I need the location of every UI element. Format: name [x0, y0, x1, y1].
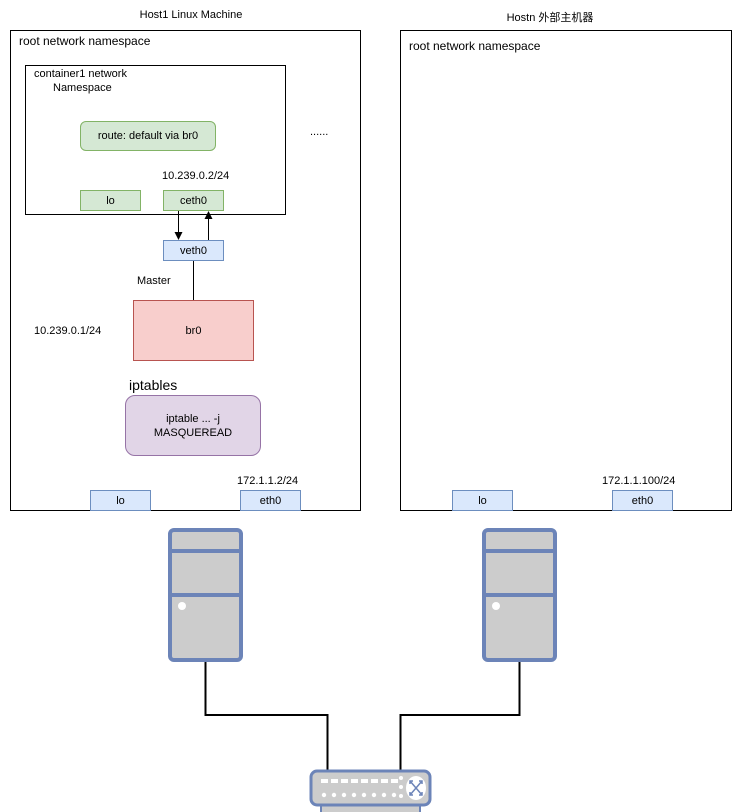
iptables-rule-line2: MASQUEREAD [153, 426, 233, 439]
br0-bridge[interactable]: br0 [133, 300, 254, 361]
hostn-title: Hostn 外部主机器 [506, 12, 594, 24]
br0-label: br0 [185, 324, 202, 337]
ellipsis-more: ...... [310, 126, 329, 138]
host1-root-namespace-label: root network namespace [19, 34, 151, 48]
master-label: Master [137, 275, 171, 287]
arrowhead-up [204, 211, 213, 219]
hostn-eth0-ip-label: 172.1.1.100/24 [602, 475, 676, 487]
hostn-eth0-interface[interactable]: eth0 [612, 490, 673, 511]
br0-ip-label: 10.239.0.1/24 [34, 325, 102, 337]
host1-eth0-interface[interactable]: eth0 [240, 490, 301, 511]
cable-host1-to-switch [204, 662, 329, 771]
host1-lo-interface[interactable]: lo [90, 490, 151, 511]
arrowhead-down [174, 232, 183, 240]
veth0-interface[interactable]: veth0 [163, 240, 224, 261]
ceth0-label: ceth0 [180, 194, 207, 207]
hostn-root-namespace [400, 30, 732, 511]
veth0-label: veth0 [180, 244, 207, 257]
container-ns-label-line2: Namespace [53, 82, 112, 94]
container-lo-label: lo [106, 194, 115, 207]
hostn-eth0-label: eth0 [631, 494, 654, 507]
host1-eth0-label: eth0 [259, 494, 282, 507]
server-tower-icon[interactable] [168, 528, 243, 662]
ceth0-interface[interactable]: ceth0 [163, 190, 224, 211]
container-ns-label-line1: container1 network [34, 68, 127, 80]
iptables-rule-line1: iptable ... -j [166, 412, 220, 425]
route-box[interactable]: route: default via br0 [80, 121, 216, 151]
iptables-heading: iptables [129, 377, 178, 393]
route-label: route: default via br0 [97, 130, 199, 142]
host1-title: Host1 Linux Machine [139, 9, 243, 21]
hostn-root-namespace-label: root network namespace [409, 39, 541, 53]
hostn-lo-label: lo [478, 494, 487, 507]
iptables-rule-box[interactable]: iptable ... -j MASQUEREAD [125, 395, 261, 456]
container-lo-interface[interactable]: lo [80, 190, 141, 211]
host1-eth0-ip-label: 172.1.1.2/24 [237, 475, 299, 487]
network-switch-icon[interactable] [309, 769, 432, 812]
cable-hostn-to-switch [399, 662, 521, 771]
server-tower-icon[interactable] [482, 528, 557, 662]
host1-lo-label: lo [116, 494, 125, 507]
hostn-lo-interface[interactable]: lo [452, 490, 513, 511]
ceth0-ip-label: 10.239.0.2/24 [162, 170, 230, 182]
